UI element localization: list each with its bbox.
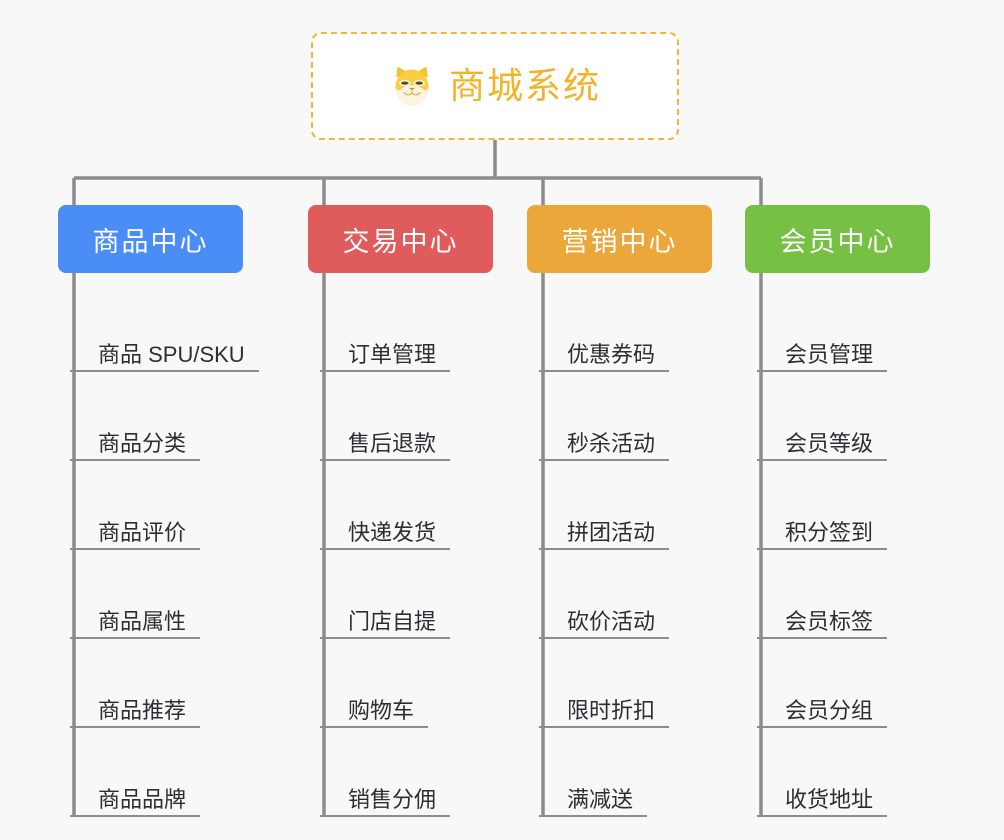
leaf-item[interactable]: 购物车	[320, 647, 493, 736]
root-node[interactable]: 商城系统	[311, 32, 679, 140]
leaf-item[interactable]: 拼团活动	[539, 469, 712, 558]
category-column-product-center: 商品中心商品 SPU/SKU 商品分类商品评价商品属性商品推荐商品品牌	[58, 205, 259, 825]
leaf-item[interactable]: 收货地址	[757, 736, 930, 825]
leaf-item-label: 订单管理	[320, 344, 451, 372]
leaf-item[interactable]: 满减送	[539, 736, 712, 825]
category-header-label: 商品中心	[92, 226, 209, 257]
leaf-item-label: 商品属性	[70, 611, 201, 639]
leaf-item-label: 收货地址	[757, 789, 888, 817]
leaf-item-label: 会员管理	[757, 344, 888, 372]
leaf-item-label: 秒杀活动	[539, 433, 670, 461]
leaf-item[interactable]: 砍价活动	[539, 558, 712, 647]
shiba-dog-icon	[395, 66, 429, 107]
leaf-item[interactable]: 会员标签	[757, 558, 930, 647]
leaf-item[interactable]: 售后退款	[320, 380, 493, 469]
leaf-item-label: 会员等级	[757, 433, 888, 461]
leaf-item[interactable]: 商品 SPU/SKU	[70, 291, 259, 380]
leaf-item[interactable]: 限时折扣	[539, 647, 712, 736]
leaf-item[interactable]: 订单管理	[320, 291, 493, 380]
leaf-item[interactable]: 商品品牌	[70, 736, 243, 825]
leaf-item[interactable]: 门店自提	[320, 558, 493, 647]
leaf-item-label: 拼团活动	[539, 522, 670, 550]
leaf-item-label: 快递发货	[320, 522, 451, 550]
leaf-item[interactable]: 秒杀活动	[539, 380, 712, 469]
category-header-label: 会员中心	[779, 226, 896, 257]
leaf-item[interactable]: 优惠券码	[539, 291, 712, 380]
leaf-item[interactable]: 会员管理	[757, 291, 930, 380]
leaf-item-label: 商品品牌	[70, 789, 201, 817]
leaf-item[interactable]: 会员等级	[757, 380, 930, 469]
leaf-item[interactable]: 会员分组	[757, 647, 930, 736]
leaf-list-trade-center: 订单管理售后退款快递发货门店自提购物车销售分佣	[308, 291, 493, 825]
category-column-trade-center: 交易中心订单管理售后退款快递发货门店自提购物车销售分佣	[308, 205, 493, 825]
category-header-member-center[interactable]: 会员中心	[745, 205, 930, 273]
page-title: 商城系统	[448, 65, 601, 106]
category-header-trade-center[interactable]: 交易中心	[308, 205, 493, 273]
leaf-item-label: 优惠券码	[539, 344, 670, 372]
leaf-item-label: 商品评价	[70, 522, 201, 550]
leaf-item-label: 销售分佣	[320, 789, 451, 817]
leaf-item[interactable]: 商品属性	[70, 558, 243, 647]
leaf-item[interactable]: 商品分类	[70, 380, 243, 469]
leaf-item[interactable]: 商品推荐	[70, 647, 243, 736]
leaf-item-label: 商品推荐	[70, 700, 201, 728]
leaf-item-label: 限时折扣	[539, 700, 670, 728]
leaf-item-label: 会员分组	[757, 700, 888, 728]
leaf-item-label: 会员标签	[757, 611, 888, 639]
category-header-label: 交易中心	[342, 226, 459, 257]
category-header-label: 营销中心	[561, 226, 678, 257]
category-header-product-center[interactable]: 商品中心	[58, 205, 243, 273]
leaf-item[interactable]: 销售分佣	[320, 736, 493, 825]
leaf-item-label: 商品 SPU/SKU	[70, 344, 259, 372]
leaf-item[interactable]: 快递发货	[320, 469, 493, 558]
leaf-item[interactable]: 积分签到	[757, 469, 930, 558]
leaf-list-member-center: 会员管理会员等级积分签到会员标签会员分组收货地址	[745, 291, 930, 825]
leaf-list-product-center: 商品 SPU/SKU 商品分类商品评价商品属性商品推荐商品品牌	[58, 291, 259, 825]
category-header-marketing-center[interactable]: 营销中心	[527, 205, 712, 273]
leaf-item-label: 售后退款	[320, 433, 451, 461]
leaf-item-label: 购物车	[320, 700, 429, 728]
leaf-item-label: 积分签到	[757, 522, 888, 550]
category-column-marketing-center: 营销中心优惠券码秒杀活动拼团活动砍价活动限时折扣满减送	[527, 205, 712, 825]
category-column-member-center: 会员中心会员管理会员等级积分签到会员标签会员分组收货地址	[745, 205, 930, 825]
leaf-item[interactable]: 商品评价	[70, 469, 243, 558]
leaf-item-label: 门店自提	[320, 611, 451, 639]
leaf-item-label: 商品分类	[70, 433, 201, 461]
leaf-item-label: 满减送	[539, 789, 648, 817]
leaf-list-marketing-center: 优惠券码秒杀活动拼团活动砍价活动限时折扣满减送	[527, 291, 712, 825]
leaf-item-label: 砍价活动	[539, 611, 670, 639]
